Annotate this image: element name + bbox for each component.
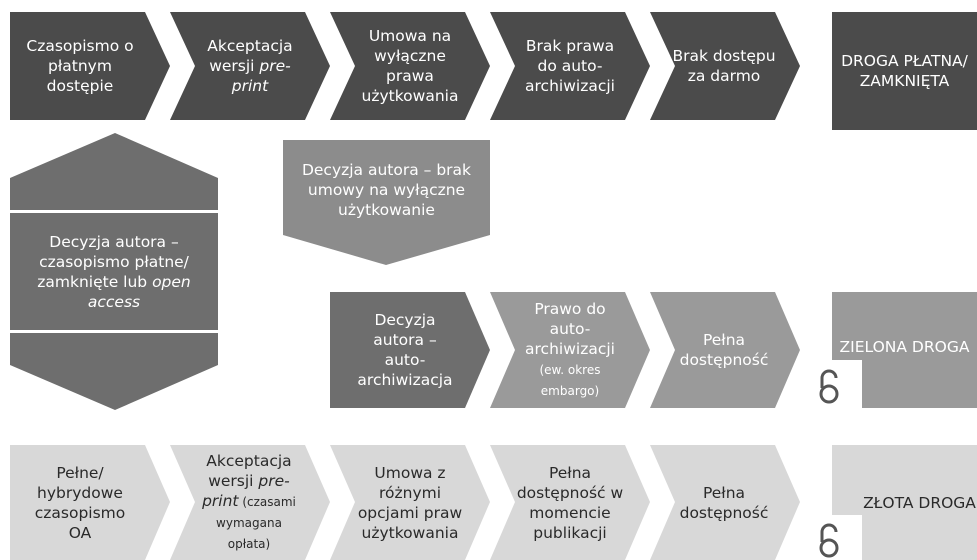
row3-end-box-left bbox=[832, 445, 872, 515]
row2-step-2-label: Prawo do auto- archiwizacji (ew. okres em… bbox=[505, 292, 635, 408]
mid-decision-shape bbox=[283, 140, 490, 265]
row3-step-2-italic: pre- print bbox=[202, 472, 290, 510]
row3-step-3-label: Umowa z różnymi opcjami praw użytkowania bbox=[357, 463, 463, 542]
row2-end-box-lower bbox=[832, 292, 882, 360]
row2-step-1-label: Decyzja autora – auto- archiwizacja bbox=[357, 311, 453, 389]
mid-decision-label: Decyzja autora – brak umowy na wyłączne … bbox=[301, 161, 472, 219]
row1-step-5-shape bbox=[650, 12, 800, 120]
left-decision-text: Decyzja autora – czasopismo płatne/ zamk… bbox=[37, 232, 189, 291]
row3-step-4-label: Pełna dostępność w momencie publikacji bbox=[516, 463, 624, 542]
row1-step-2-italic: pre- print bbox=[231, 57, 291, 95]
row2-step-2-shape bbox=[490, 292, 650, 408]
open-access-icon bbox=[819, 369, 839, 404]
row1-step-1-shape bbox=[10, 12, 170, 120]
left-decision-box bbox=[10, 213, 218, 330]
row2-step-3-label: Pełna dostępność bbox=[679, 331, 769, 369]
row1-step-2-label: Akceptacja wersji pre- print bbox=[185, 12, 315, 120]
row3-step-2-text: Akceptacja wersji bbox=[206, 452, 292, 490]
row1-end-label: DROGA PŁATNA/ ZAMKNIĘTA bbox=[841, 52, 968, 90]
row3-step-2-label: Akceptacja wersji pre- print (czasami wy… bbox=[183, 445, 315, 560]
row1-step-3-shape bbox=[330, 12, 490, 120]
row3-step-2-note: (czasami wymagana opłata) bbox=[216, 495, 296, 551]
open-access-icon bbox=[819, 523, 839, 558]
row1-step-2-shape bbox=[170, 12, 330, 120]
row3-step-5-label: Pełna dostępność bbox=[679, 483, 769, 522]
row3-end-label: ZŁOTA DROGA bbox=[863, 493, 976, 512]
left-decision-italic: open access bbox=[87, 272, 191, 311]
row3-step-2-shape bbox=[170, 445, 330, 560]
row1-step-4-shape bbox=[490, 12, 650, 120]
row2-step-2-note: (ew. okres embargo) bbox=[539, 363, 601, 398]
row1-step-3-label: Umowa na wyłączne prawa użytkowania bbox=[361, 27, 459, 105]
row3-step-1-label: Pełne/ hybrydowe czasopismo OA bbox=[34, 463, 126, 542]
row3-step-5-shape bbox=[650, 445, 800, 560]
row3-end-box bbox=[862, 445, 977, 560]
row3-step-4-shape bbox=[490, 445, 650, 560]
row1-step-5-label: Brak dostępu za darmo bbox=[672, 47, 776, 85]
row1-end-box bbox=[832, 12, 977, 130]
row1-step-4-label: Brak prawa do auto- archiwizacji bbox=[525, 37, 615, 95]
left-decision-label: Decyzja autora – czasopismo płatne/ zamk… bbox=[10, 213, 218, 330]
left-arrow-up-shape bbox=[10, 133, 218, 210]
row1-step-1-label: Czasopismo o płatnym dostępie bbox=[26, 37, 134, 95]
row2-end-label: ZIELONA DROGA bbox=[839, 338, 970, 356]
row3-step-3-shape bbox=[330, 445, 490, 560]
row3-step-1-shape bbox=[10, 445, 170, 560]
row1-step-2-text: Akceptacja wersji bbox=[207, 37, 293, 75]
row2-step-3-shape bbox=[650, 292, 800, 408]
left-arrow-down-shape bbox=[10, 333, 218, 410]
row2-step-2-text: Prawo do auto- archiwizacji bbox=[525, 300, 615, 358]
row2-step-1-shape bbox=[330, 292, 490, 408]
